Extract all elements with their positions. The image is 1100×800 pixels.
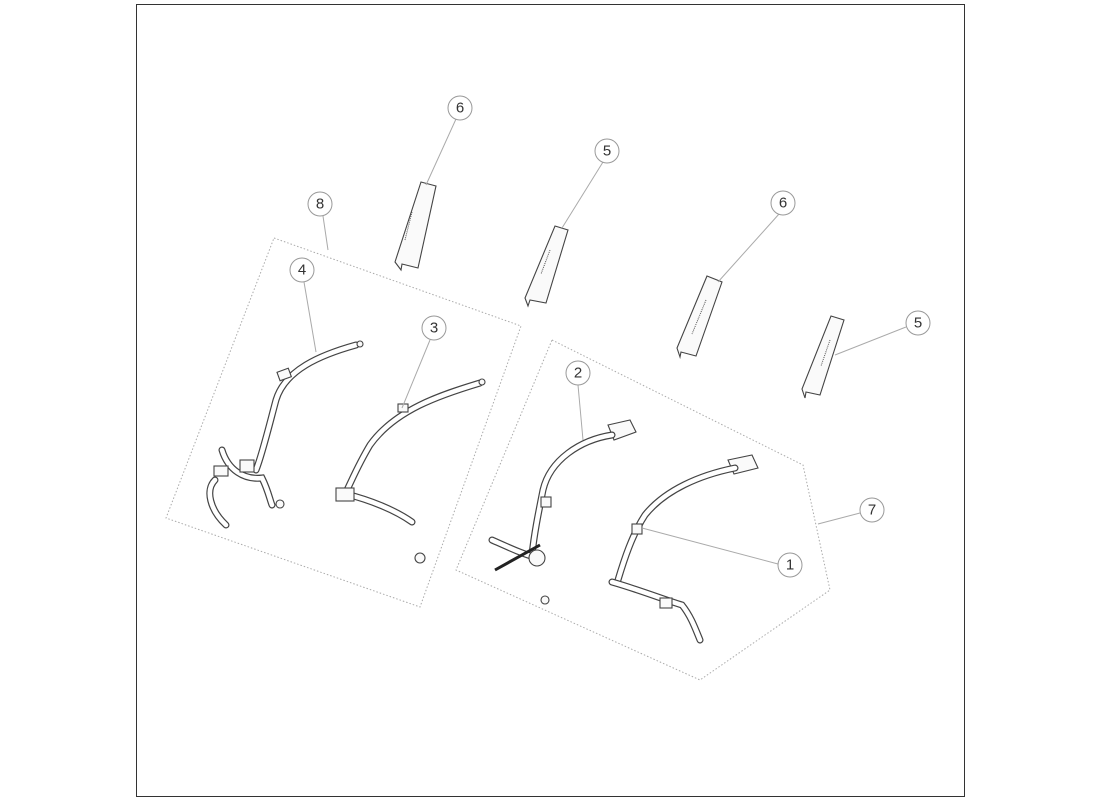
callout-7: 7 [859,497,885,523]
trim-piece-6-left [394,181,437,272]
callout-label: 5 [914,315,922,332]
seat-belt-1 [608,454,759,644]
callout-5: 5 [905,310,931,336]
callout-label: 7 [868,502,876,519]
callout-6: 6 [447,95,473,121]
callout-label: 8 [316,196,324,213]
trim-piece-5-right [801,315,845,399]
trim-piece-6-right [676,275,723,360]
seat-belt-3 [335,378,486,564]
callout-label: 6 [779,195,787,212]
callout-4: 4 [289,257,315,283]
callout-6: 6 [770,190,796,216]
callout-label: 5 [603,143,611,160]
callout-2: 2 [565,360,591,386]
callout-3: 3 [421,315,447,341]
seat-belt-2 [488,419,637,605]
callout-label: 2 [574,365,582,382]
callout-5: 5 [594,138,620,164]
group-8-outline [165,237,522,608]
callout-label: 1 [786,557,794,574]
callout-label: 3 [430,320,438,337]
callout-1: 1 [777,552,803,578]
leader-lines [303,118,907,565]
trim-piece-5-left [524,225,569,308]
group-7-outline [455,339,831,681]
seat-belt-4 [206,340,364,529]
diagram-frame [136,4,965,797]
callout-8: 8 [307,191,333,217]
callout-label: 4 [298,262,306,279]
callout-label: 6 [456,100,464,117]
